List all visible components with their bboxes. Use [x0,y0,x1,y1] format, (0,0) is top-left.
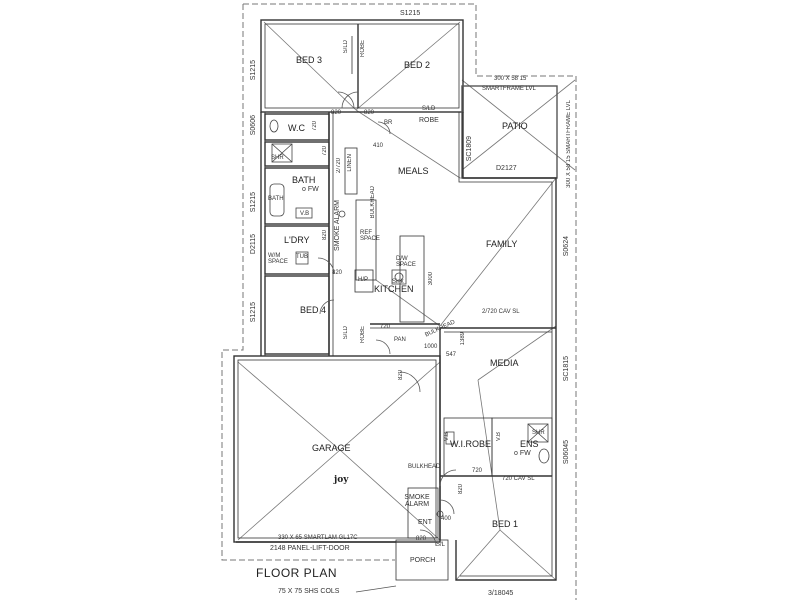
fixture-label-sld-top: S/LD [343,40,349,54]
fixture-label-robe-bed4: ROBE [360,326,366,344]
fixture-label-wm-space: W/M SPACE [268,253,288,265]
dim-s1215-left3: S1215 [250,302,257,323]
dim-s1215-top: S1215 [400,10,421,17]
fixture-label-linen: LINEN [347,154,353,172]
plan-title: FLOOR PLAN [256,566,338,580]
fixture-label-bulkhead-garage: BULKHEAD [408,464,441,470]
fixture-label-bath-tub: BATH [268,196,284,202]
dim-d2115: D2115 [250,234,257,255]
dim-panel-door: 2148 PANEL-LIFT-DOOR [270,545,350,552]
fixture-label-robe-top: ROBE [360,40,366,58]
room-label-kitchen: KITCHEN [374,284,414,294]
fixture-label-smoke-alarm-ent: SMOKE ALARM [404,494,430,508]
dim-sc1809: SC1809 [466,136,473,162]
room-label-patio: PATIO [502,121,528,131]
fixture-label-cav-sl-family: 2/720 CAV SL [482,309,520,315]
dim-1389: 1389 [460,332,466,346]
dim-s06045: S06045 [563,440,570,465]
fixture-label-fw-ens: o FW [514,450,531,457]
dim-3000: 3000 [428,272,434,286]
room-label-ens: ENS [520,439,539,449]
room-label-garage: GARAGE [312,443,351,453]
room-label-ldry: L'DRY [284,235,310,245]
fixture-label-ref-space: REF SPACE [360,230,380,242]
dim-shs-cols: 75 X 75 SHS COLS [278,588,340,595]
dim-2720: 2/720 [336,158,342,174]
dim-s1215-left2: S1215 [250,192,257,213]
dim-smartframe-top: SMARTFRAME LVL [482,86,536,92]
room-label-bed1: BED 1 [492,519,519,529]
dim-sc1815: SC1815 [563,356,570,382]
shs-cols-leader [355,585,397,593]
room-label-bed4: BED 4 [300,305,327,315]
room-label-media: MEDIA [490,358,519,368]
room-label-bed2: BED 2 [404,60,431,70]
dim-s1215-left1: S1215 [250,60,257,81]
fixture-label-bulkhead-hall: BULKHEAD [370,186,376,219]
room-label-bed3: BED 3 [296,55,323,65]
room-label-wc: W.C [288,123,305,133]
room-label-porch: PORCH [410,557,436,564]
dim-547: 547 [446,352,457,358]
fixture-label-cav-sl-ens: 720 CAV SL [502,476,535,482]
dim-820-bed4: 820 [332,270,343,276]
dim-d2127: D2127 [496,165,517,172]
dim-beam-patio-side: 300 X 58 15 SMARTFRAME LVL [566,100,572,188]
room-label-wirobe: W.I.ROBE [450,439,492,449]
fixture-label-vb-ens: V.B [444,432,450,442]
roof-outline [243,3,577,600]
dim-1000: 1000 [424,344,438,350]
fixture-label-vb: V.B [300,211,310,217]
dim-720-shr: 720 [322,146,328,157]
roof-outline-left [221,4,395,561]
dim-820-b: 820 [364,110,375,116]
fixture-label-dw-space: D/W SPACE [396,256,416,268]
walls [233,19,558,581]
fixtures [269,119,550,518]
dim-720-ens: 720 [472,468,483,474]
dim-820-porch: 820 [416,536,427,542]
room-label-bath: BATH [292,175,316,185]
dim-410: 410 [373,143,384,149]
fixture-label-shr: SHR [271,155,284,161]
dim-820-ldry: 820 [322,230,328,241]
roof-diagonals [237,21,576,581]
fixture-label-shr-ens: SHR [532,430,545,436]
door-swings [317,91,457,547]
dim-400: 400 [441,516,452,522]
fixture-label-smoke-alarm-hall: SMOKE ALARM [334,200,341,251]
fixture-label-fw-bath: o FW [302,186,319,193]
fixture-label-vb-ens2: V.B [496,432,502,442]
fixture-label-sld-porch: S/L [436,542,446,548]
dim-s0624: S0624 [563,236,570,257]
room-label-family: FAMILY [486,239,518,249]
fixture-label-sld-bed4: S/LD [343,326,349,340]
room-label-ent: ENT [418,519,432,526]
dim-720-wc: 720 [312,121,318,132]
dim-beam-patio-top: 300 X 58 15 [494,76,527,82]
dim-820-a: 820 [331,110,342,116]
fixture-label-robe-hall: ROBE [419,117,439,124]
fixture-label-pan: PAN [394,337,406,343]
fixture-label-hp: H/P [358,277,369,283]
dim-820-garage: 820 [398,370,404,381]
fixture-label-sld-hall: S/LD [422,106,436,112]
fixture-label-br: BR [384,120,393,126]
dim-s0606: S0606 [250,115,257,136]
fixture-label-joy: joy [334,475,349,485]
dim-820-bed1: 820 [458,484,464,495]
dim-720-kitchen: 720 [380,324,391,330]
dim-smartlam: 330 X 65 SMARTLAM GL17C [278,535,358,541]
room-label-meals: MEALS [398,166,429,176]
dim-bottom: 3/18045 [488,590,514,597]
fixture-label-tub: TUB [296,254,308,260]
fixture-label-sink: Sink [392,279,404,285]
